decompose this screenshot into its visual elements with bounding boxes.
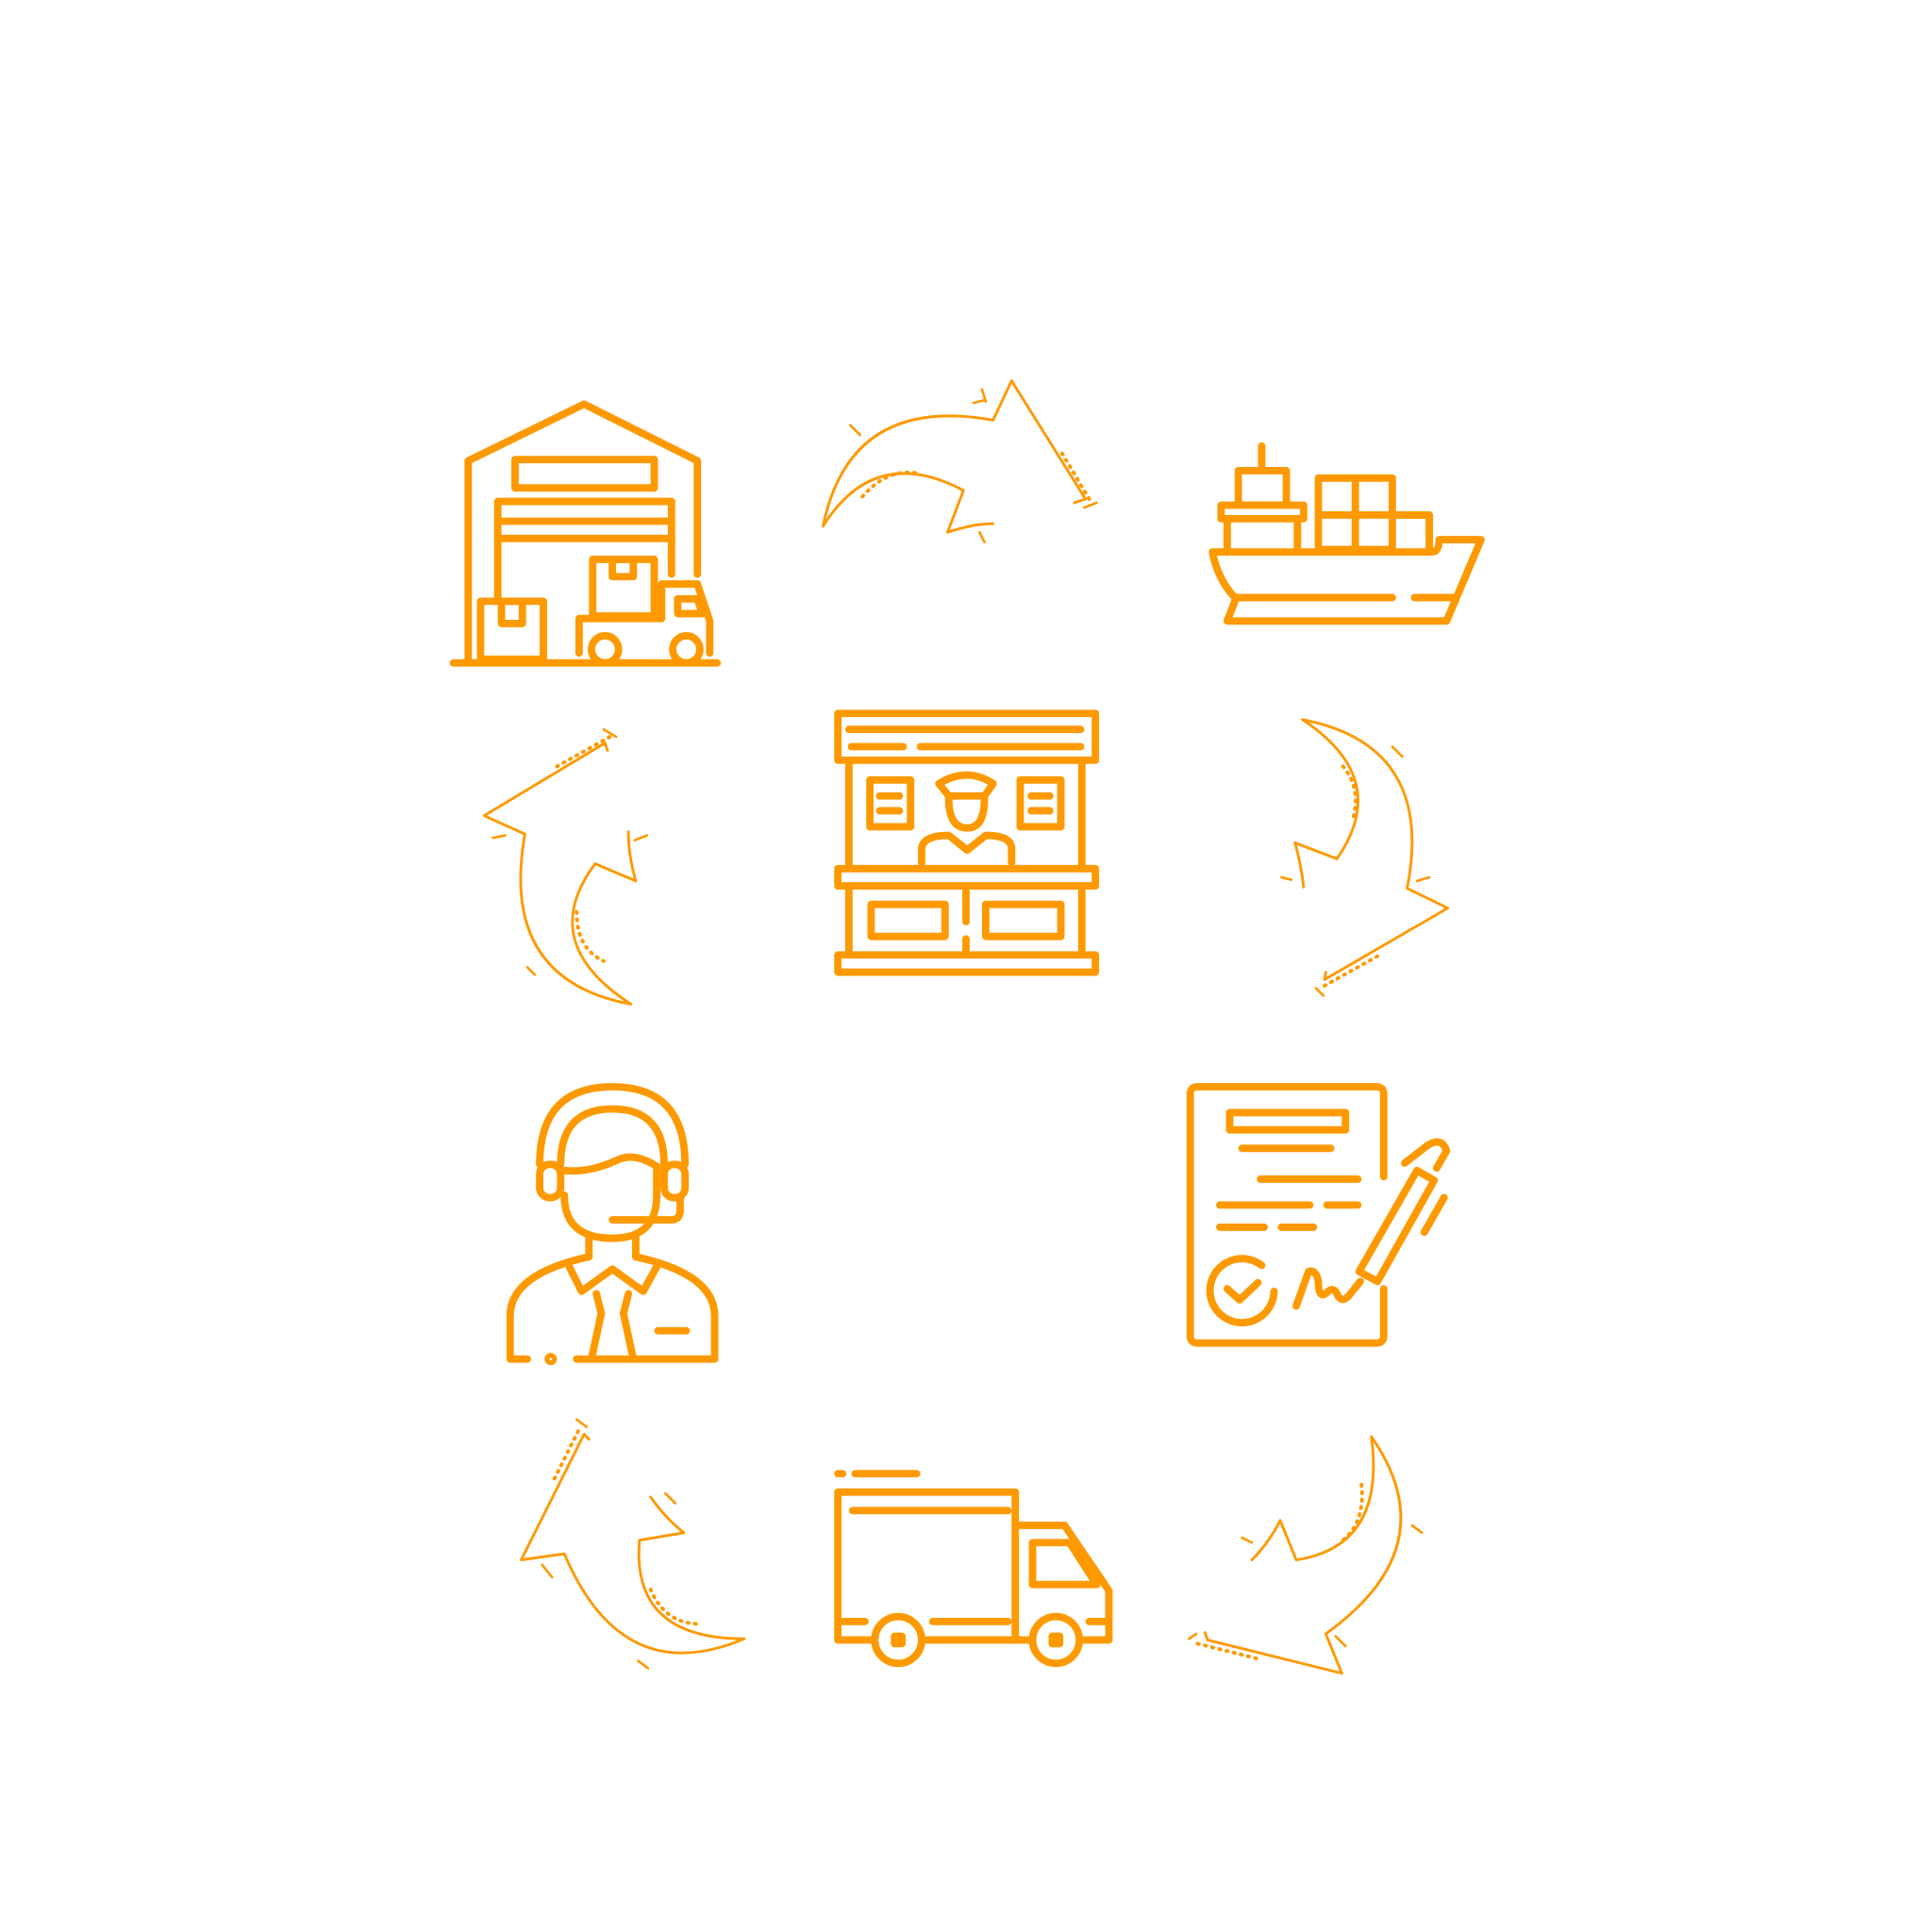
customer-support-agent-icon [506, 1083, 719, 1366]
cargo-ship-icon [1208, 441, 1485, 625]
arrow-ship-to-document [1280, 718, 1450, 997]
arrow-truck-to-support [520, 1418, 746, 1670]
customs-booth-icon [834, 709, 1100, 976]
arrow-warehouse-to-ship [822, 379, 1098, 543]
warehouse-forklift-icon [449, 400, 722, 667]
arrow-document-to-truck [1188, 1435, 1424, 1675]
signed-document-icon [1186, 1083, 1451, 1347]
delivery-truck-icon [834, 1470, 1113, 1668]
arrow-support-to-warehouse [482, 727, 649, 1006]
